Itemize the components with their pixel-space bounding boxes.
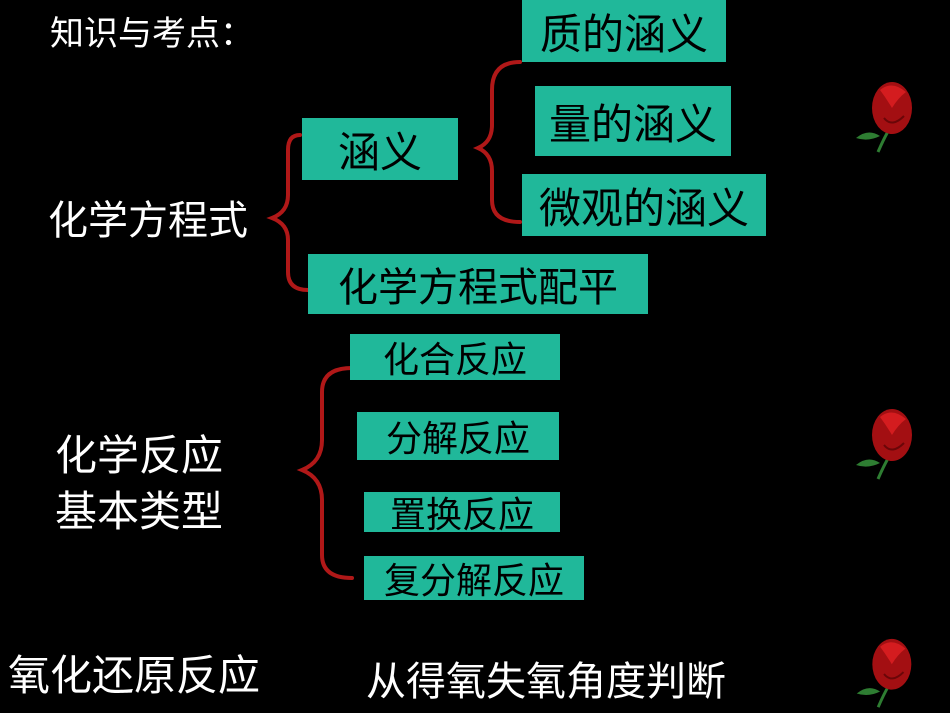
meaning-item-quantitative: 量的涵义 (535, 86, 731, 156)
slide-heading: 知识与考点： (50, 14, 254, 54)
rose-icon (856, 638, 912, 708)
topic-chemical-equation: 化学方程式 (48, 198, 248, 244)
balancing-box: 化学方程式配平 (308, 254, 648, 314)
reaction-item-decomposition: 分解反应 (357, 412, 559, 460)
reaction-item-double-decomposition: 复分解反应 (364, 556, 584, 602)
meaning-item-qualitative: 质的涵义 (522, 0, 726, 62)
reaction-item-combination: 化合反应 (350, 334, 560, 381)
rose-icon (856, 409, 912, 480)
reaction-types-label-line1: 化学反应 (55, 431, 224, 480)
meaning-item-microscopic: 微观的涵义 (522, 174, 766, 236)
rose-icon (856, 82, 912, 153)
reaction-types-label-line2: 基本类型 (55, 487, 224, 536)
reaction-item-displacement: 置换反应 (364, 492, 560, 536)
redox-label: 氧化还原反应 (8, 651, 261, 700)
redox-judgement: 从得氧失氧角度判断 (366, 659, 726, 705)
meaning-box: 涵义 (302, 118, 458, 180)
